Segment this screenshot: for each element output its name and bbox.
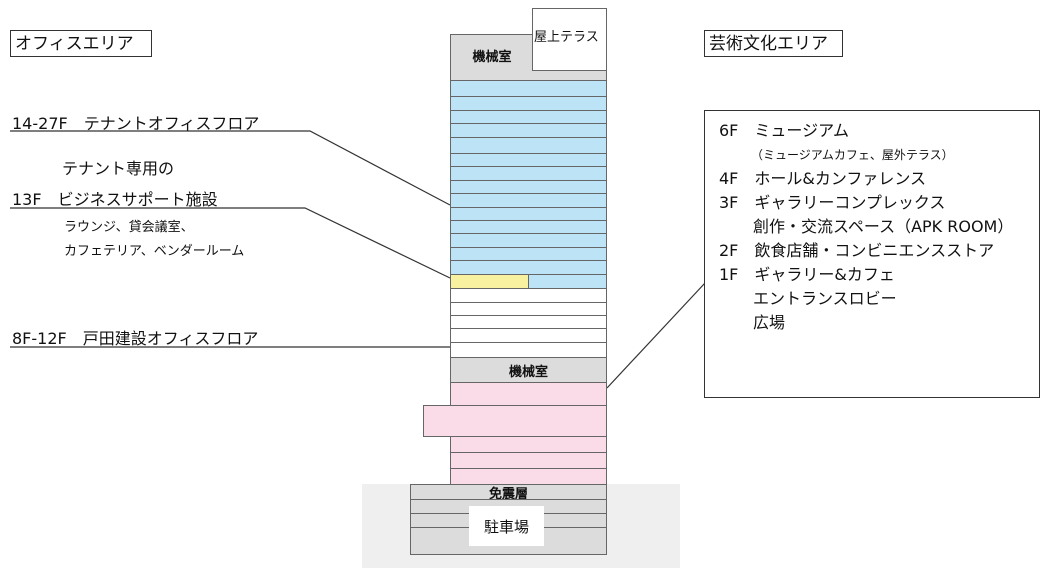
culture-line: 広場: [753, 313, 786, 332]
tenant-floor: [450, 233, 607, 248]
tenant-floor: [450, 180, 607, 194]
culture-line: （ミュージアムカフェ、屋外テラス）: [751, 148, 954, 162]
tenant-floor: [450, 247, 607, 261]
parking-label: 駐車場: [469, 506, 544, 546]
tenant-floor: [450, 137, 607, 154]
leader-culture: [606, 282, 706, 389]
support-title-label: 13F ビジネスサポート施設: [12, 190, 218, 209]
toda-office-floor: [450, 328, 607, 343]
culture-line: エントランスロビー: [753, 289, 897, 308]
tenant-floor: [450, 166, 607, 181]
tenant-floor: [450, 193, 607, 208]
culture-line: 創作・交流スペース（APK ROOM）: [753, 217, 1014, 236]
culture-line: 2F 飲食店舗・コンビニエンスストア: [719, 241, 995, 260]
culture-area-box: 6F ミュージアム （ミュージアムカフェ、屋外テラス） 4F ホール&カンファレ…: [704, 110, 1040, 398]
culture-line: 4F ホール&カンファレンス: [719, 169, 927, 188]
tenant-floor: [450, 96, 607, 111]
tenant-floor: [450, 220, 607, 234]
machine-room-top-label: 機械室: [472, 49, 512, 65]
culture-floor-wide: [423, 405, 607, 437]
leader-support: [10, 207, 451, 279]
culture-line: 3F ギャラリーコンプレックス: [719, 193, 946, 212]
tenant-floor: [450, 80, 607, 97]
support-detail-1: ラウンジ、貸会議室、: [64, 220, 194, 235]
business-support-floor: [450, 274, 529, 289]
tenant-floors-label: 14-27F テナントオフィスフロア: [12, 114, 260, 133]
roof-terrace: [532, 8, 607, 71]
toda-office-floor: [450, 302, 607, 316]
tenant-floor: [450, 110, 607, 124]
support-pre-label: テナント専用の: [62, 159, 175, 178]
tenant-floor: [450, 260, 607, 275]
machine-room-mid: [450, 357, 607, 383]
tenant-floor: [450, 207, 607, 221]
toda-office-floor: [450, 288, 607, 303]
culture-line: 6F ミュージアム: [719, 121, 849, 140]
office-area-title: オフィスエリア: [10, 30, 152, 57]
tenant-floor: [450, 123, 607, 138]
leader-tenant: [10, 130, 451, 206]
toda-floors-label: 8F-12F 戸田建設オフィスフロア: [12, 329, 259, 348]
culture-floor: [450, 468, 607, 485]
tenant-floor: [450, 153, 607, 167]
culture-floor: [450, 436, 607, 453]
culture-floor: [450, 452, 607, 469]
culture-line: 1F ギャラリー&カフェ: [719, 265, 895, 284]
machine-room-mid-label: 機械室: [508, 364, 548, 380]
roof-terrace-label: 屋上テラス: [534, 30, 599, 45]
support-detail-2: カフェテリア、ベンダールーム: [64, 244, 245, 259]
culture-floor: [450, 382, 607, 406]
seismic-layer-label: 免震層: [488, 486, 528, 502]
toda-office-floor: [450, 315, 607, 329]
culture-area-title: 芸術文化エリア: [704, 30, 843, 57]
